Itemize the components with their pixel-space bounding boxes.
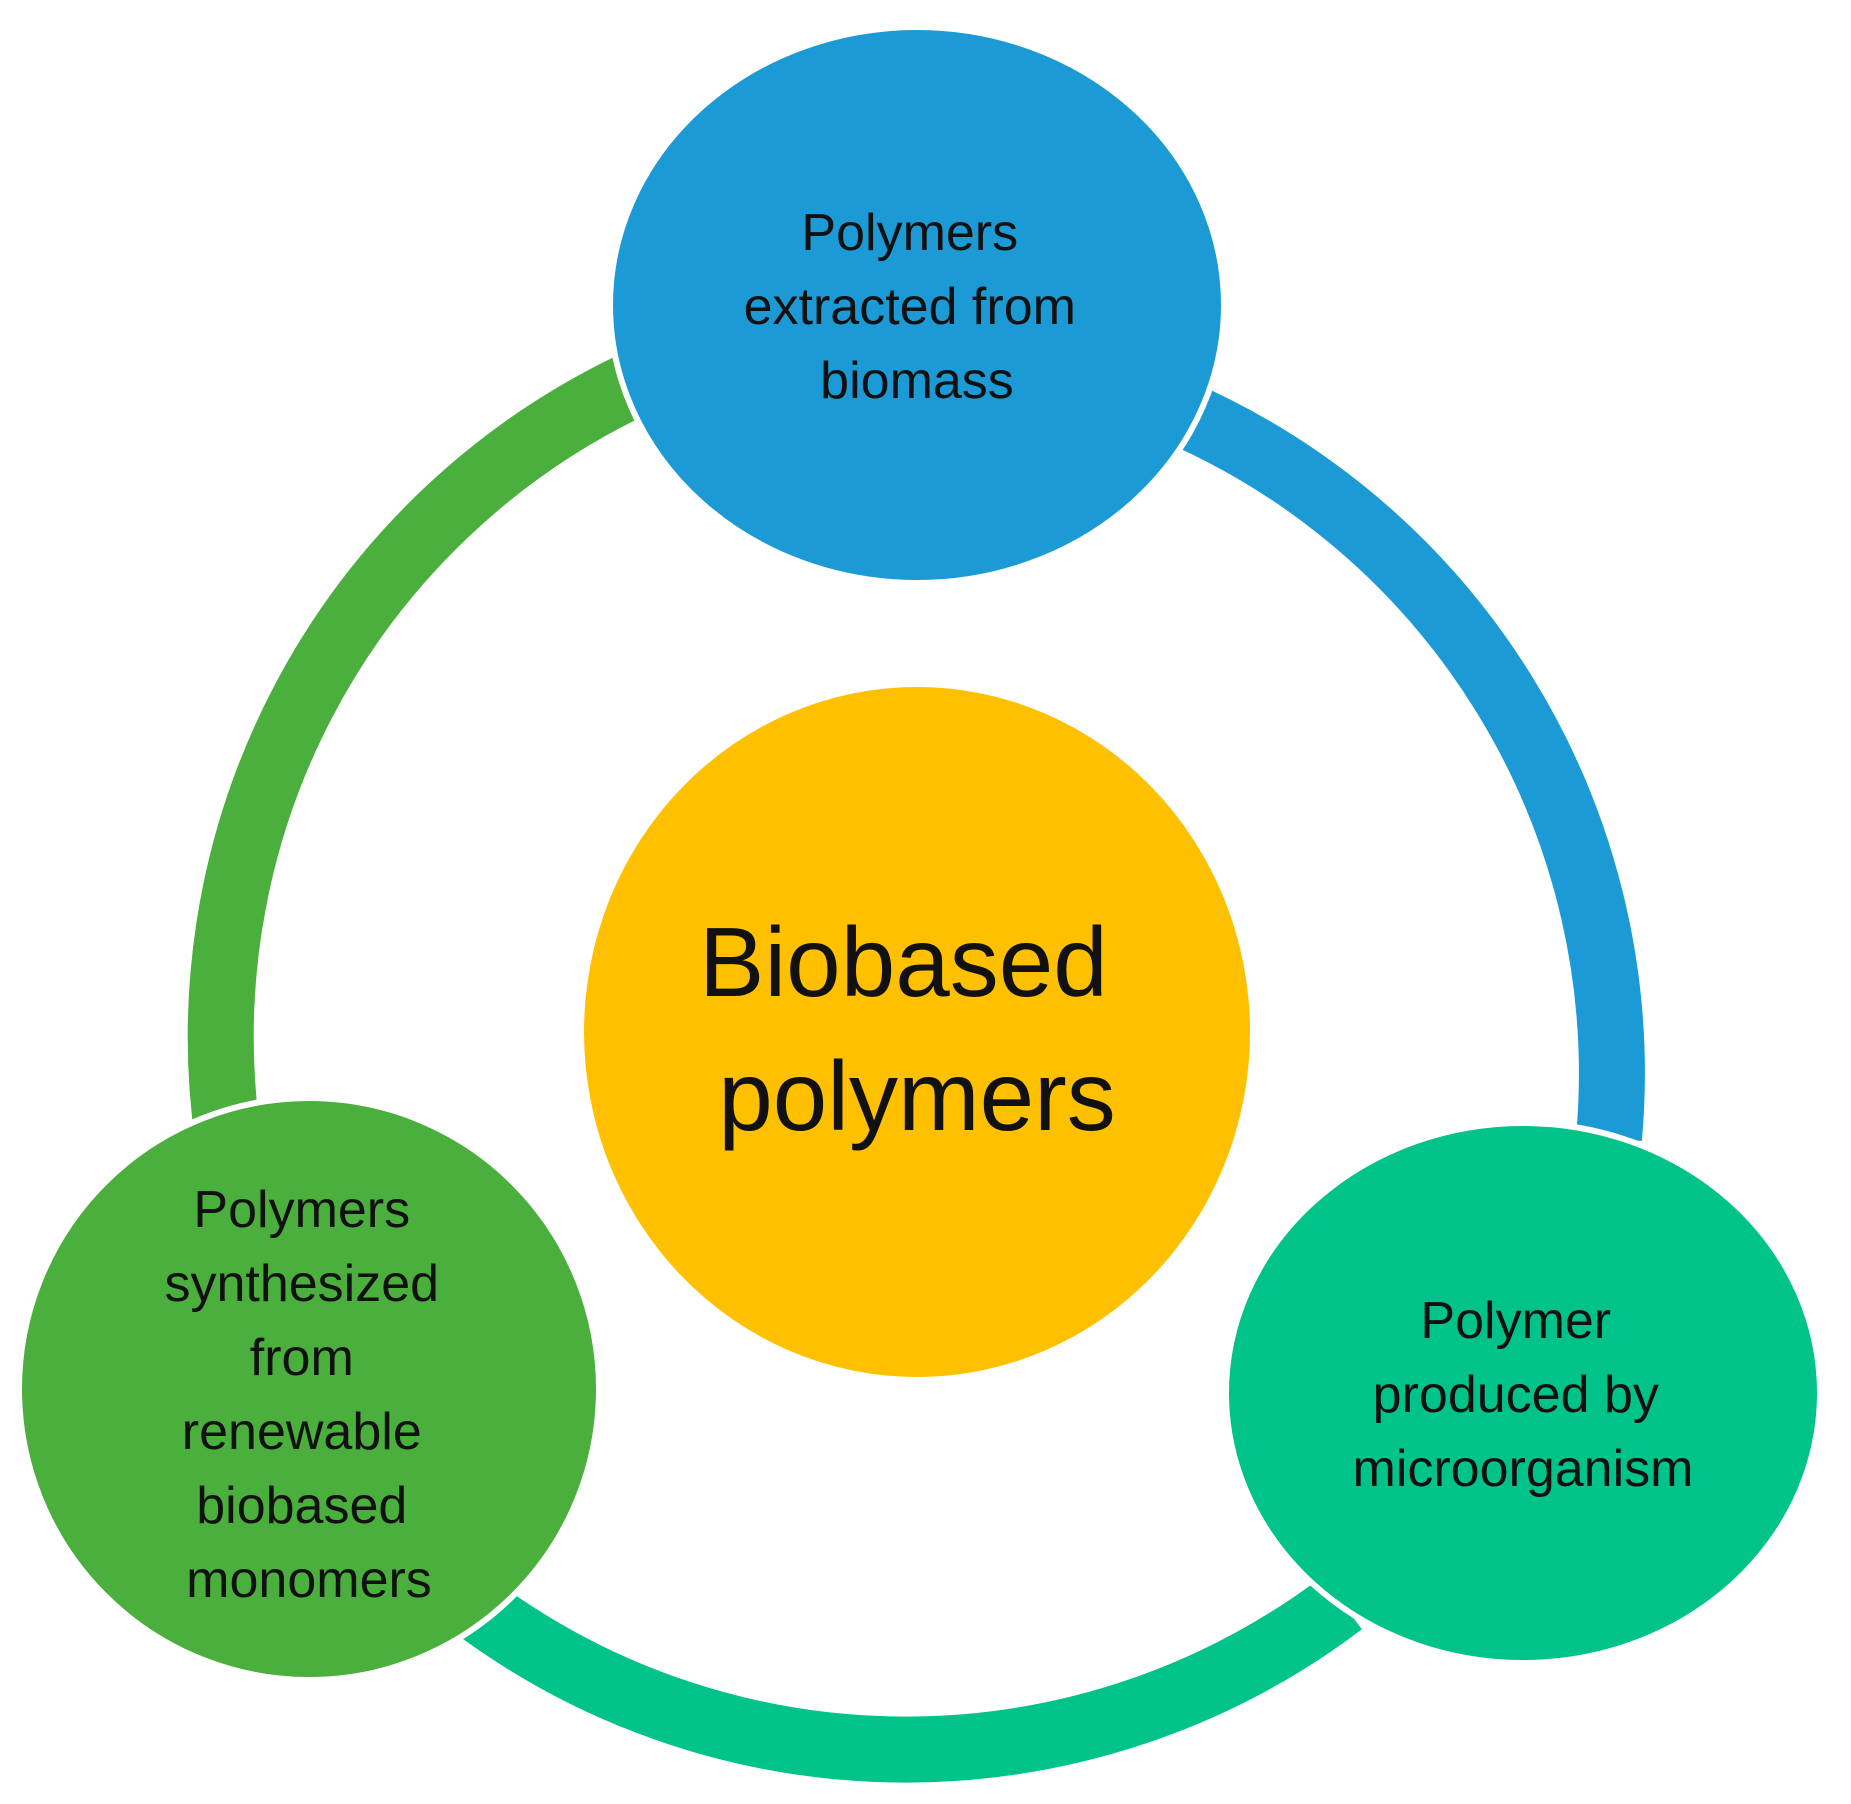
center-line-2: polymers xyxy=(718,1041,1116,1151)
node-monomers-circle xyxy=(16,1095,602,1683)
ring-arc-monomers-to-biomass xyxy=(187,356,645,1158)
node-monomers-line-6: monomers xyxy=(186,1551,432,1609)
node-biomass-line-2: extracted from xyxy=(744,278,1076,336)
node-monomers-line-3: from xyxy=(250,1329,354,1387)
node-microorganism-label: Polymer produced by microorganism xyxy=(1353,1292,1694,1498)
node-microorganism: Polymer produced by microorganism xyxy=(1223,1120,1823,1666)
node-microorganism-line-2: produced by xyxy=(1373,1366,1659,1424)
node-biomass-line-1: Polymers xyxy=(801,204,1018,262)
node-monomers-line-4: renewable xyxy=(182,1403,422,1461)
center-circle xyxy=(584,687,1250,1377)
node-monomers: Polymers synthesized from renewable biob… xyxy=(16,1095,602,1683)
node-monomers-line-5: biobased xyxy=(196,1477,407,1535)
node-biomass-line-3: biomass xyxy=(820,352,1014,410)
node-biomass-circle xyxy=(607,24,1227,586)
center-label: Biobased polymers xyxy=(699,907,1135,1151)
node-microorganism-line-1: Polymer xyxy=(1420,1292,1611,1350)
center-line-1: Biobased xyxy=(699,907,1108,1017)
node-monomers-line-1: Polymers xyxy=(193,1181,410,1239)
ring-arc-microorganism-to-monomers xyxy=(462,1576,1362,1783)
node-center: Biobased polymers xyxy=(584,687,1250,1377)
node-monomers-line-2: synthesized xyxy=(164,1255,439,1313)
node-biomass: Polymers extracted from biomass xyxy=(607,24,1227,586)
ring-arc-biomass-to-microorganism xyxy=(1138,369,1645,1141)
node-microorganism-line-3: microorganism xyxy=(1353,1440,1694,1498)
node-microorganism-circle xyxy=(1223,1120,1823,1666)
node-monomers-label: Polymers synthesized from renewable biob… xyxy=(164,1181,453,1609)
node-biomass-label: Polymers extracted from biomass xyxy=(744,204,1091,410)
